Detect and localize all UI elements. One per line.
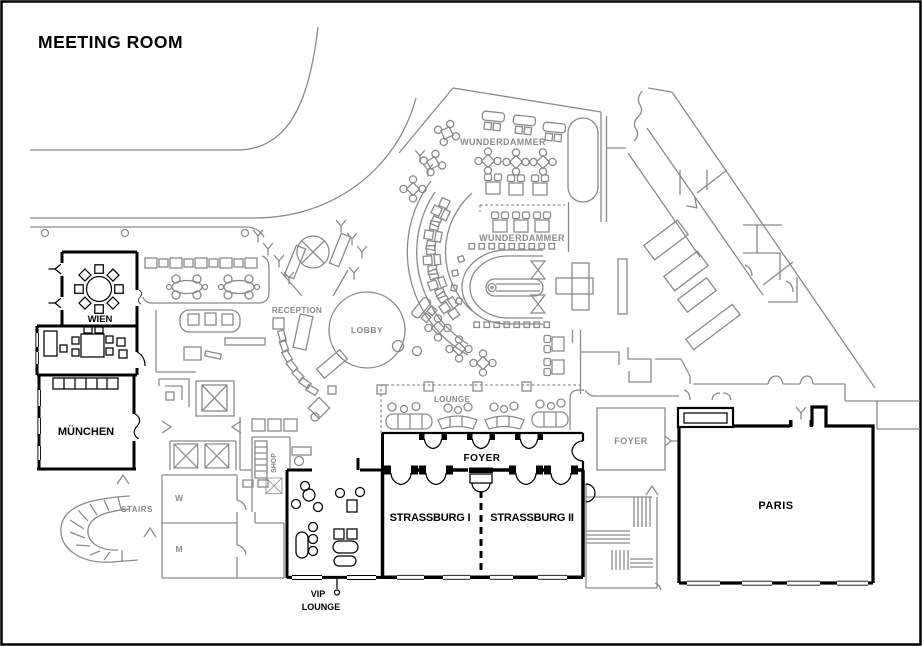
back-of-house-wing: [571, 87, 920, 430]
label-wc-men: M: [175, 544, 182, 554]
label-lounge: LOUNGE: [434, 395, 470, 404]
strassburg-door-icon: [383, 464, 419, 486]
room-vip-lounge: [285, 458, 382, 596]
label-paris-foyer: FOYER: [614, 436, 648, 446]
reception-area: [272, 313, 349, 397]
stairs-area-west: [60, 495, 139, 563]
label-vip: VIP: [311, 589, 326, 599]
label-wc-women: W: [175, 493, 184, 503]
label-stairs: STAIRS: [121, 505, 153, 514]
elevator-icon: [204, 443, 230, 469]
label-wunderdammer-upper: WUNDERDAMMER: [460, 137, 546, 147]
paris-vestibule: [676, 406, 735, 429]
service-elevator-icon: [201, 384, 228, 412]
foyer-double-door-icon: [418, 432, 448, 450]
label-muenchen: MÜNCHEN: [58, 425, 114, 438]
strassburg-door-icon: [418, 464, 454, 486]
label-strassburg-1: STRASSBURG I: [390, 512, 471, 524]
lobby-area: [307, 291, 423, 422]
vip-lounge-pointer-dot: [333, 589, 341, 596]
label-vip-lounge: LOUNGE: [302, 602, 341, 612]
revolving-door-icon: [296, 235, 330, 269]
strassburg-door-icon: [543, 464, 579, 486]
business-lounge-area: [142, 255, 270, 471]
room-paris: [664, 405, 875, 586]
paris-foyer-room: [596, 407, 666, 471]
page-title: MEETING ROOM: [38, 32, 183, 52]
foyer-double-door-icon: [514, 432, 544, 450]
lounge-area: [291, 381, 584, 467]
labels: MEETING ROOM WIEN MÜNCHEN STAIRS W M SHO…: [38, 32, 793, 612]
meeting-foyer-and-strassburg: [380, 431, 596, 580]
strassburg-center-vestibule: [469, 467, 493, 473]
stairs-area-east: [585, 483, 662, 591]
entrance-area: [252, 149, 434, 297]
vip-lounge-furniture: [290, 480, 366, 567]
restaurant-upper-terrace: [398, 87, 626, 222]
label-lobby: LOBBY: [351, 325, 383, 335]
label-strassburg-2: STRASSBURG II: [490, 512, 574, 524]
elevator-icon: [173, 443, 199, 469]
shop-area: [251, 418, 298, 512]
wien-conference-table: [74, 264, 124, 314]
room-wien-block: [35, 250, 146, 471]
boardroom-furniture: [43, 326, 128, 359]
label-wien: WIEN: [88, 314, 113, 325]
strassburg-door-icon: [508, 464, 544, 486]
restaurant-lower: [406, 180, 628, 377]
label-wunderdammer-lower: WUNDERDAMMER: [479, 233, 565, 243]
label-reception: RECEPTION: [272, 306, 322, 315]
driveway: [30, 26, 417, 238]
lobby-circle: [328, 291, 406, 369]
label-shop: SHOP: [271, 453, 278, 473]
label-paris: PARIS: [758, 500, 793, 512]
label-meeting-foyer: FOYER: [464, 453, 501, 464]
restrooms-area: [116, 440, 285, 579]
paris-foyer-area: [584, 389, 732, 471]
muenchen-cabinets: [52, 377, 119, 390]
foyer-double-door-icon: [466, 432, 496, 450]
